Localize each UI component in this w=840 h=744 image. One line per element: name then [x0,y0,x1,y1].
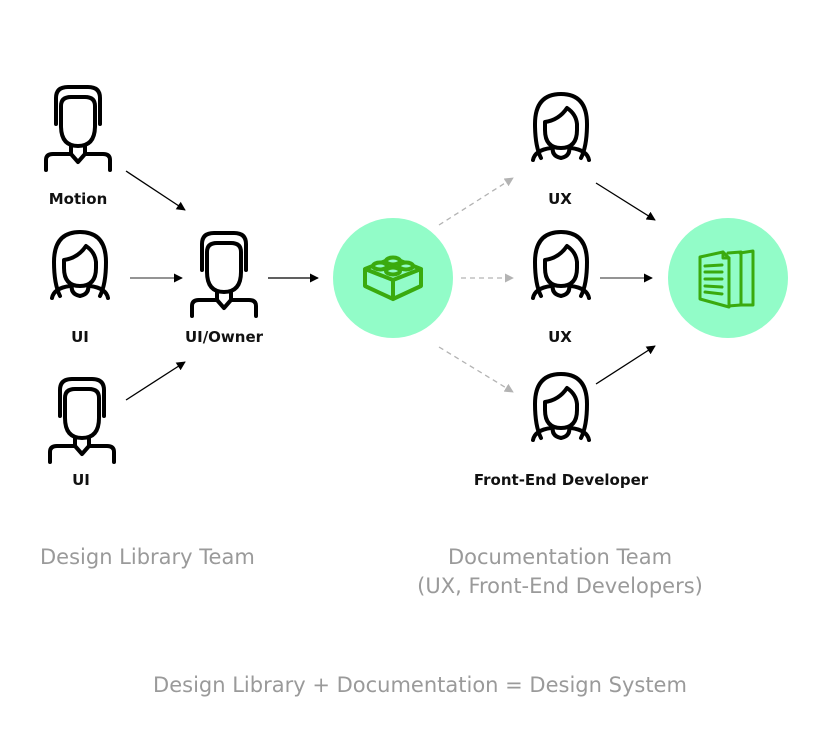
person-frontend-developer: Front-End Developer [474,372,649,489]
dashed-arrow-to-ux-1 [438,177,514,226]
role-label-ui-owner: UI/Owner [185,328,264,346]
female-person-icon [531,92,591,162]
female-person-icon [531,230,591,300]
female-person-icon [50,230,110,300]
documents-icon [698,249,755,309]
person-motion: Motion [44,85,112,208]
documentation-team-subtitle: (UX, Front-End Developers) [417,574,703,598]
arrow-ux1-to-docs [595,182,656,221]
person-ui-1: UI [50,230,110,346]
documentation-node [668,218,788,338]
role-label-ui-2: UI [72,471,90,489]
male-person-icon [44,85,112,172]
arrow-ui2-to-owner [125,361,186,401]
person-ux-1: UX [531,92,591,208]
design-library-team-label: Design Library Team [40,545,255,569]
role-label-motion: Motion [49,190,108,208]
person-ui-2: UI [48,377,116,489]
arrow-motion-to-owner [125,170,186,211]
male-person-icon [48,377,116,464]
dashed-arrow-to-frontend [438,346,514,393]
documentation-team-label: Documentation Team (UX, Front-End Develo… [400,543,720,601]
arrow-frontend-to-docs [595,345,656,385]
documentation-team-title: Documentation Team [447,545,673,569]
role-label-ux-1: UX [548,190,572,208]
person-ui-owner: UI/Owner [185,231,264,346]
male-person-icon [190,231,258,318]
role-label-frontend-developer: Front-End Developer [474,471,649,489]
design-system-equation: Design Library + Documentation = Design … [153,673,687,697]
role-label-ux-2: UX [548,328,572,346]
design-library-node [333,218,453,338]
female-person-icon [531,372,591,442]
person-ux-2: UX [531,230,591,346]
role-label-ui-1: UI [71,328,89,346]
lego-brick-icon [363,255,423,301]
